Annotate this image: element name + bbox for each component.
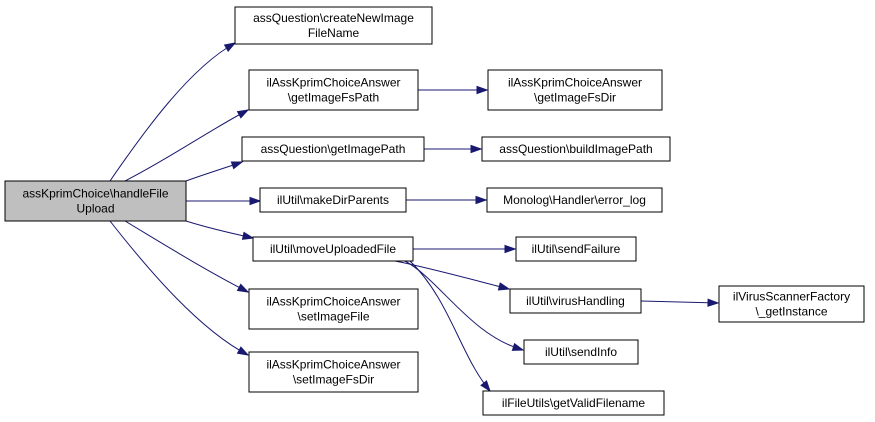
node-n2[interactable]: ilAssKprimChoiceAnswer\getImageFsPath [248, 69, 419, 111]
node-n13[interactable]: ilUtil\sendInfo [523, 339, 639, 365]
node-box [248, 69, 419, 111]
node-box [487, 69, 663, 111]
edge-arrowhead [504, 244, 517, 254]
node-box [248, 288, 419, 330]
node-label-line: ilUtil\virusHandling [526, 294, 625, 308]
node-label-line: ilVirusScannerFactory [733, 290, 850, 304]
node-label-line: \setImageFsDir [293, 373, 374, 387]
node-label-line: assQuestion\buildImagePath [499, 142, 652, 156]
node-n14[interactable]: ilAssKprimChoiceAnswer\setImageFsDir [248, 351, 419, 393]
node-label-line: Monolog\Handler\error_log [503, 193, 646, 207]
edge-root-n12 [124, 220, 250, 293]
node-box [481, 136, 671, 162]
node-label-line: ilUtil\sendFailure [532, 242, 621, 256]
node-box [523, 339, 639, 365]
node-box [234, 6, 433, 45]
node-label-line: \setImageFile [297, 310, 369, 324]
edge-root-n1 [109, 42, 237, 182]
edge-line [109, 42, 236, 182]
edge-root-n6 [186, 196, 262, 206]
node-label-line: \getImageFsPath [288, 91, 379, 105]
edge-arrowhead [707, 298, 720, 307]
edge-n2-n3 [418, 85, 489, 95]
edge-root-n4 [185, 161, 244, 182]
node-box [718, 285, 865, 323]
edge-n10-n11 [640, 298, 720, 307]
node-n10[interactable]: ilUtil\virusHandling [509, 288, 642, 314]
node-box [515, 236, 637, 262]
edge-n6-n7 [406, 195, 488, 205]
node-label-line: \_getInstance [755, 305, 827, 319]
node-n3[interactable]: ilAssKprimChoiceAnswer\getImageFsDir [487, 69, 663, 111]
node-label-line: ilFileUtils\getValidFilename [502, 396, 645, 410]
node-box [486, 187, 663, 213]
node-n15[interactable]: ilFileUtils\getValidFilename [482, 390, 665, 416]
node-label-line: assQuestion\createNewImage [253, 11, 414, 25]
edge-n8-n15 [409, 260, 491, 393]
edge-root-n14 [109, 220, 250, 356]
node-n8[interactable]: ilUtil\moveUploadedFile [252, 236, 414, 262]
node-n7[interactable]: Monolog\Handler\error_log [486, 187, 663, 213]
node-label-line: assQuestion\getImagePath [261, 142, 406, 156]
node-label-line: ilAssKprimChoiceAnswer [266, 295, 400, 309]
node-label-line: ilAssKprimChoiceAnswer [508, 76, 642, 90]
node-n6[interactable]: ilUtil\makeDirParents [259, 187, 407, 213]
node-label-line: assKprimChoice\handleFile [22, 187, 168, 201]
edge-line [409, 260, 491, 392]
edge-line [640, 300, 719, 304]
edge-arrowhead [476, 85, 489, 95]
edge-arrowhead [223, 42, 237, 52]
edge-n8-n10 [394, 260, 511, 291]
node-label-line: ilUtil\moveUploadedFile [270, 242, 396, 256]
edge-arrowhead [236, 283, 250, 293]
node-box [248, 351, 419, 393]
edge-arrowhead [249, 196, 262, 206]
edge-root-n2 [124, 109, 250, 182]
node-label-line: FileName [308, 26, 360, 40]
node-box [482, 390, 665, 416]
edge-arrowhead [475, 195, 488, 205]
edge-arrowhead [241, 231, 255, 240]
edge-line [394, 260, 510, 290]
node-label-line: ilAssKprimChoiceAnswer [266, 76, 400, 90]
edge-root-n8 [185, 220, 255, 240]
node-box [4, 180, 187, 222]
node-n4[interactable]: assQuestion\getImagePath [241, 136, 425, 162]
edge-arrowhead [470, 144, 483, 154]
node-n5[interactable]: assQuestion\buildImagePath [481, 136, 671, 162]
node-label-line: Upload [76, 202, 114, 216]
node-label-line: \getImageFsDir [534, 91, 616, 105]
edge-arrowhead [480, 380, 491, 393]
edge-arrowhead [511, 342, 525, 351]
node-n11[interactable]: ilVirusScannerFactory\_getInstance [718, 285, 865, 323]
edges-layer [109, 42, 720, 393]
edge-arrowhead [236, 346, 250, 356]
node-n9[interactable]: ilUtil\sendFailure [515, 236, 637, 262]
edge-line [109, 220, 249, 356]
edge-n4-n5 [424, 144, 483, 154]
node-label-line: ilUtil\makeDirParents [277, 193, 389, 207]
edge-arrowhead [236, 109, 250, 119]
edge-line [124, 220, 249, 293]
edge-line [124, 109, 249, 182]
edge-arrowhead [497, 282, 511, 291]
edge-arrowhead [230, 161, 244, 170]
node-box [241, 136, 425, 162]
node-n12[interactable]: ilAssKprimChoiceAnswer\setImageFile [248, 288, 419, 330]
node-box [252, 236, 414, 262]
node-box [259, 187, 407, 213]
edge-n8-n9 [413, 244, 517, 254]
node-label-line: ilUtil\sendInfo [545, 345, 617, 359]
node-label-line: ilAssKprimChoiceAnswer [266, 358, 400, 372]
node-box [509, 288, 642, 314]
